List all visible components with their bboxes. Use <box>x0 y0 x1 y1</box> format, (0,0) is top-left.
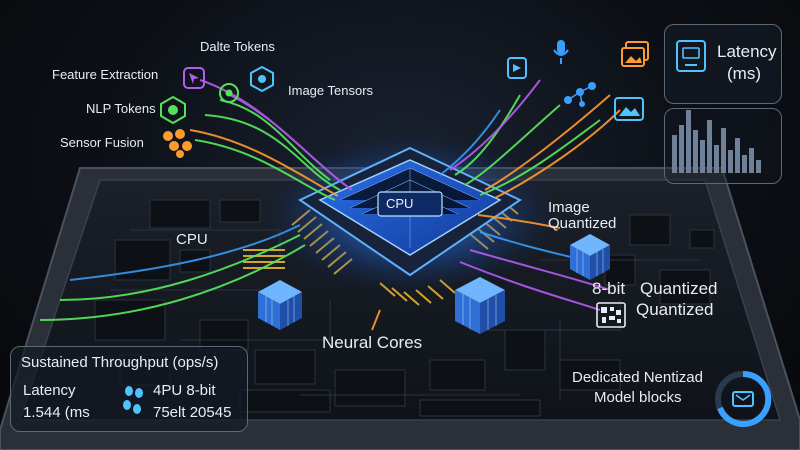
label-feature-extraction: Feature Extraction <box>52 67 159 82</box>
label-quantized-1: Quantized <box>640 279 718 298</box>
flow-lines-orange <box>189 94 621 331</box>
latency-panel-title-2: (ms) <box>727 64 761 83</box>
cyan-hexagon-icon <box>250 65 274 97</box>
flow-lines-blue <box>69 109 576 281</box>
latency-chart-panel <box>664 108 782 184</box>
monitor-icon <box>675 39 707 82</box>
droplets-icon <box>121 383 147 424</box>
throughput-latency-label: Latency <box>23 382 76 399</box>
latency-panel: Latency (ms) <box>664 24 782 104</box>
latency-panel-title-1: Latency <box>717 42 777 61</box>
neural-core-left <box>258 280 302 330</box>
image-monitor-icon <box>612 94 646 133</box>
label-dedicated-nentizad: Dedicated Nentizad <box>572 369 703 386</box>
label-sensor-fusion: Sensor Fusion <box>60 135 144 150</box>
label-cpu: CPU <box>176 231 208 248</box>
label-image-tensors: Image Tensors <box>288 83 374 98</box>
qr-chip-icon <box>596 302 626 333</box>
label-nlp-tokens: NLP Tokens <box>86 101 156 116</box>
throughput-latency-value: 1.544 (ms <box>23 404 90 421</box>
green-cloud-icon <box>218 82 240 109</box>
label-8-bit: 8-bit <box>592 279 626 298</box>
green-hexagon-icon <box>160 95 186 129</box>
neural-core-right <box>570 234 610 280</box>
neural-core-center <box>455 277 505 334</box>
flow-lines-green <box>39 94 601 321</box>
label-image: Image <box>548 199 590 216</box>
purple-arrow-icon <box>182 66 206 95</box>
latency-histogram <box>672 110 761 173</box>
label-dalte-tokens: Dalte Tokens <box>200 39 275 54</box>
orange-cluster-icon <box>160 128 194 163</box>
flow-lines-purple <box>199 79 611 311</box>
throughput-value-line: 75elt 20545 <box>153 404 232 421</box>
throughput-unit-line: 4PU 8-bit <box>153 382 216 399</box>
label-quantized-2: Quantized <box>636 300 714 319</box>
document-icon <box>506 56 528 85</box>
label-neural-cores: Neural Cores <box>322 333 423 352</box>
gauge-icon <box>712 368 774 435</box>
network-icon <box>562 78 602 113</box>
board-components <box>94 199 715 417</box>
label-image-quantized: Quantized <box>548 215 617 232</box>
microphone-icon <box>552 38 570 71</box>
throughput-panel: Sustained Throughput (ops/s) Latency 1.5… <box>10 346 248 432</box>
image-stack-icon <box>618 40 652 79</box>
throughput-title: Sustained Throughput (ops/s) <box>21 354 219 371</box>
label-model-blocks: Model blocks <box>594 389 682 406</box>
cpu-chip-label: CPU <box>386 196 414 211</box>
